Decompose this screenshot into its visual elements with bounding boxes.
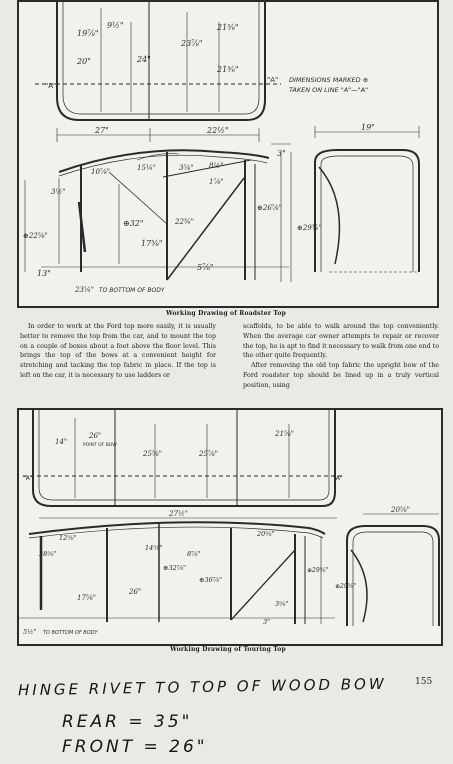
- section-marker: "A": [23, 475, 33, 482]
- dim-label: 15¼": [137, 164, 156, 172]
- figure-caption: Working Drawing of Touring Top: [170, 646, 286, 653]
- dim-label: ⊕36⅞": [199, 576, 222, 584]
- bottom-of-body-label: TO BOTTOM OF BODY: [43, 630, 99, 636]
- dim-label: 12⅝": [59, 534, 77, 542]
- dim-label: 14⅝": [145, 544, 163, 552]
- dim-label: 3": [277, 149, 286, 158]
- handwritten-rear-measurement: REAR = 35": [62, 712, 193, 732]
- dim-label: ⊕29⅝": [307, 567, 328, 574]
- dim-label: 22¾": [174, 218, 194, 226]
- dim-label: 25⅝": [142, 450, 162, 458]
- dim-label: 3⅝": [275, 600, 288, 608]
- roadster-top-drawing: 19⅞" 9½" 20" 24" 23⅞" 21⅝" 21⅝" "A" "A" …: [17, 0, 439, 308]
- dim-label: 25⅞": [198, 450, 218, 458]
- dim-label: 23⅞": [180, 39, 203, 48]
- dim-label: 23¼": [74, 286, 94, 294]
- dim-label: 17⅝": [77, 594, 96, 602]
- dim-label: ⊕32": [123, 219, 144, 228]
- handwritten-front-measurement: FRONT = 26": [62, 737, 208, 757]
- dim-label: ⊕29⅝": [335, 583, 356, 590]
- touring-top-drawing: 14" 26" POINT OF BOW 25⅝" 25⅞" 21⅝" "A" …: [17, 408, 443, 646]
- dim-label: 3": [263, 618, 270, 626]
- dim-label: 26": [88, 432, 101, 440]
- dim-label: 21⅝": [216, 65, 239, 74]
- dim-label: 5½": [23, 628, 36, 636]
- dim-label: 20⅝": [390, 506, 410, 514]
- dim-label: 27": [94, 126, 109, 135]
- dim-label: 8½": [209, 162, 223, 170]
- dim-label: 13": [37, 269, 51, 278]
- dim-label: ⊕22⅝": [23, 232, 48, 240]
- figure-caption: Working Drawing of Roadster Top: [166, 310, 286, 317]
- page-number: 155: [415, 677, 433, 687]
- dim-label: 17⅝": [141, 239, 163, 248]
- dim-label: 3⅝": [179, 164, 193, 172]
- dim-label: 26": [128, 588, 141, 596]
- handwritten-note: HINGE RIVET TO TOP OF WOOD BOW: [17, 674, 387, 700]
- dim-label: 20": [76, 57, 91, 66]
- dim-label: 14": [55, 438, 67, 446]
- dim-label: 10⅞": [91, 168, 110, 176]
- dim-label: 27½": [168, 510, 188, 518]
- dim-label: ⊕29¾": [297, 224, 322, 232]
- dim-label: 20⅝": [256, 530, 275, 538]
- section-marker: "A": [267, 76, 278, 84]
- dim-label: 1⅞": [209, 178, 223, 186]
- dim-label: 8⅞": [187, 550, 200, 558]
- dim-label: 21⅝": [274, 430, 294, 438]
- body-text-right: scaffolds, to be able to walk around the…: [243, 322, 439, 408]
- body-text-paragraph: After removing the old top fabric the up…: [243, 362, 439, 389]
- dim-label: 9½": [107, 21, 124, 30]
- dim-label: 24": [136, 55, 151, 64]
- dim-label: 21⅝": [216, 23, 239, 32]
- roadster-drawing-svg: 19⅞" 9½" 20" 24" 23⅞" 21⅝" 21⅝" "A" "A" …: [23, 2, 420, 294]
- section-marker: "A": [333, 475, 343, 482]
- section-marker: "A": [45, 82, 56, 90]
- dim-label: 28⅝": [38, 550, 57, 558]
- dim-note: POINT OF BOW: [83, 442, 117, 448]
- touring-drawing-svg: 14" 26" POINT OF BOW 25⅝" 25⅞" 21⅝" "A" …: [19, 410, 440, 636]
- dimension-note: TAKEN ON LINE "A"—"A": [289, 86, 368, 94]
- body-text-left: In order to work at the Ford top more ea…: [20, 323, 216, 379]
- dimension-note: DIMENSIONS MARKED ⊕: [289, 76, 368, 84]
- body-text-paragraph: scaffolds, to be able to walk around the…: [243, 323, 439, 360]
- dim-label: ⊕26⅞": [257, 204, 282, 212]
- dim-label: ⊕32⅞": [163, 564, 186, 572]
- dim-label: 3½": [51, 188, 65, 196]
- dim-label: 19⅞": [77, 29, 99, 38]
- dim-label: 5⅞": [197, 263, 214, 272]
- dim-label: 19": [361, 123, 375, 132]
- bottom-of-body-label: TO BOTTOM OF BODY: [99, 287, 166, 294]
- dim-label: 22½": [206, 126, 229, 135]
